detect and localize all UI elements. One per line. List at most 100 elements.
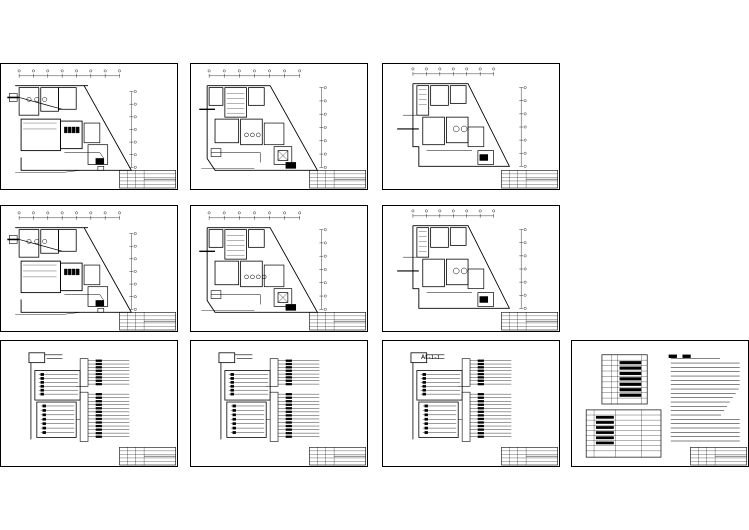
- fixture-circle: [460, 267, 468, 275]
- grid-bubble: [492, 67, 496, 71]
- drawing-box: [285, 400, 292, 403]
- drawing-box: [285, 362, 292, 366]
- legend-table-drawing: [585, 354, 747, 466]
- grid-bubble: [268, 211, 271, 215]
- drawing-box: [424, 422, 428, 426]
- drawing-box: [277, 292, 289, 303]
- grid-bubble: [133, 232, 137, 235]
- grid-bubble: [133, 165, 137, 169]
- fixture-circle: [244, 274, 249, 280]
- drawing-box: [410, 352, 428, 364]
- grid-bubble: [451, 67, 455, 71]
- sheet-floor-plan-5[interactable]: [190, 205, 368, 332]
- floor-plan-drawing: [7, 69, 176, 189]
- grid-bubble: [523, 164, 527, 168]
- sheet-floor-plan-4[interactable]: [0, 205, 178, 332]
- grid-bubble: [75, 211, 78, 215]
- drawing-box: [95, 369, 102, 372]
- drawing-box: [477, 417, 484, 421]
- grid-bubble: [222, 211, 226, 215]
- grid-bubble: [298, 211, 302, 215]
- drawing-box: [95, 407, 102, 410]
- grid-bubble: [323, 281, 327, 285]
- drawing-box: [416, 85, 430, 116]
- grid-bubble: [89, 211, 93, 215]
- sheet-floor-plan-2[interactable]: [190, 63, 368, 190]
- drawing-box: [214, 118, 240, 144]
- drawing-box: [230, 373, 234, 376]
- drawing-box: [467, 126, 485, 148]
- drawing-box: [95, 366, 102, 369]
- sheet-schematic-3[interactable]: AL-1-1: [382, 340, 560, 467]
- grid-bubble: [323, 294, 327, 298]
- drawing-box: [285, 421, 292, 424]
- drawing-line: [64, 170, 81, 173]
- drawing-box: [477, 400, 484, 403]
- drawing-box: [285, 407, 292, 410]
- drawing-box: [95, 158, 105, 165]
- drawing-box: [58, 87, 77, 110]
- sheet-legend-table[interactable]: [571, 340, 749, 467]
- grid-bubble: [465, 209, 469, 213]
- grid-bubble: [133, 244, 137, 248]
- drawing-box: [477, 292, 494, 307]
- grid-bubble: [323, 228, 327, 231]
- drawing-box: [76, 268, 80, 276]
- drawing-box: [477, 372, 484, 376]
- drawing-box: [430, 227, 449, 248]
- sheet-floor-plan-3[interactable]: [382, 63, 560, 190]
- drawing-box: [477, 362, 484, 366]
- sheet-schematic-2[interactable]: [190, 340, 368, 467]
- grid-bubble: [411, 209, 415, 213]
- floor-plan-drawing: [397, 209, 558, 331]
- drawing-box: [477, 376, 484, 379]
- drawing-box: [285, 435, 292, 438]
- drawing-box: [422, 392, 426, 396]
- grid-bubble: [298, 69, 302, 73]
- drawing-line: [19, 97, 41, 104]
- grid-bubble: [523, 86, 527, 89]
- drawing-box: [208, 229, 224, 248]
- drawing-box: [477, 393, 484, 396]
- drawing-box: [477, 421, 484, 424]
- drawing-box: [210, 148, 222, 157]
- drawing-box: [248, 87, 265, 106]
- drawing-box: [446, 258, 469, 286]
- drawing-box: [285, 414, 292, 417]
- grid-bubble: [323, 307, 327, 311]
- floor-plan-drawing: [7, 211, 176, 331]
- drawing-box: [477, 366, 484, 369]
- drawing-box: [477, 396, 484, 399]
- drawing-box: [446, 116, 469, 144]
- drawing-box: [95, 300, 105, 307]
- sheet-floor-plan-1[interactable]: [0, 63, 178, 190]
- drawing-box: [263, 122, 285, 146]
- grid-bubble: [523, 306, 527, 310]
- drawing-box: [95, 376, 102, 379]
- drawing-box: [40, 377, 44, 380]
- drawing-box: [18, 229, 40, 258]
- drawing-box: [230, 388, 234, 392]
- drawing-box: [619, 361, 642, 365]
- drawing-line: [99, 294, 104, 301]
- drawing-box: [232, 409, 236, 412]
- drawing-box: [585, 409, 662, 458]
- drawing-box: [619, 388, 642, 392]
- drawing-box: [595, 415, 614, 419]
- drawing-box: [58, 229, 77, 252]
- drawing-box: [424, 404, 428, 408]
- sheet-schematic-1[interactable]: [0, 340, 178, 467]
- grid-bubble: [32, 69, 35, 73]
- drawing-box: [595, 431, 614, 435]
- drawing-box: [422, 380, 426, 384]
- sheet-floor-plan-6[interactable]: [382, 205, 560, 332]
- grid-bubble: [523, 99, 527, 103]
- grid-bubble: [253, 69, 256, 73]
- drawing-box: [95, 431, 102, 435]
- fixture-circle: [34, 239, 40, 244]
- grid-bubble: [425, 209, 428, 213]
- drawing-box: [72, 268, 76, 276]
- drawing-box: [424, 431, 428, 434]
- grid-bubble: [523, 138, 527, 142]
- drawing-line: [40, 245, 63, 252]
